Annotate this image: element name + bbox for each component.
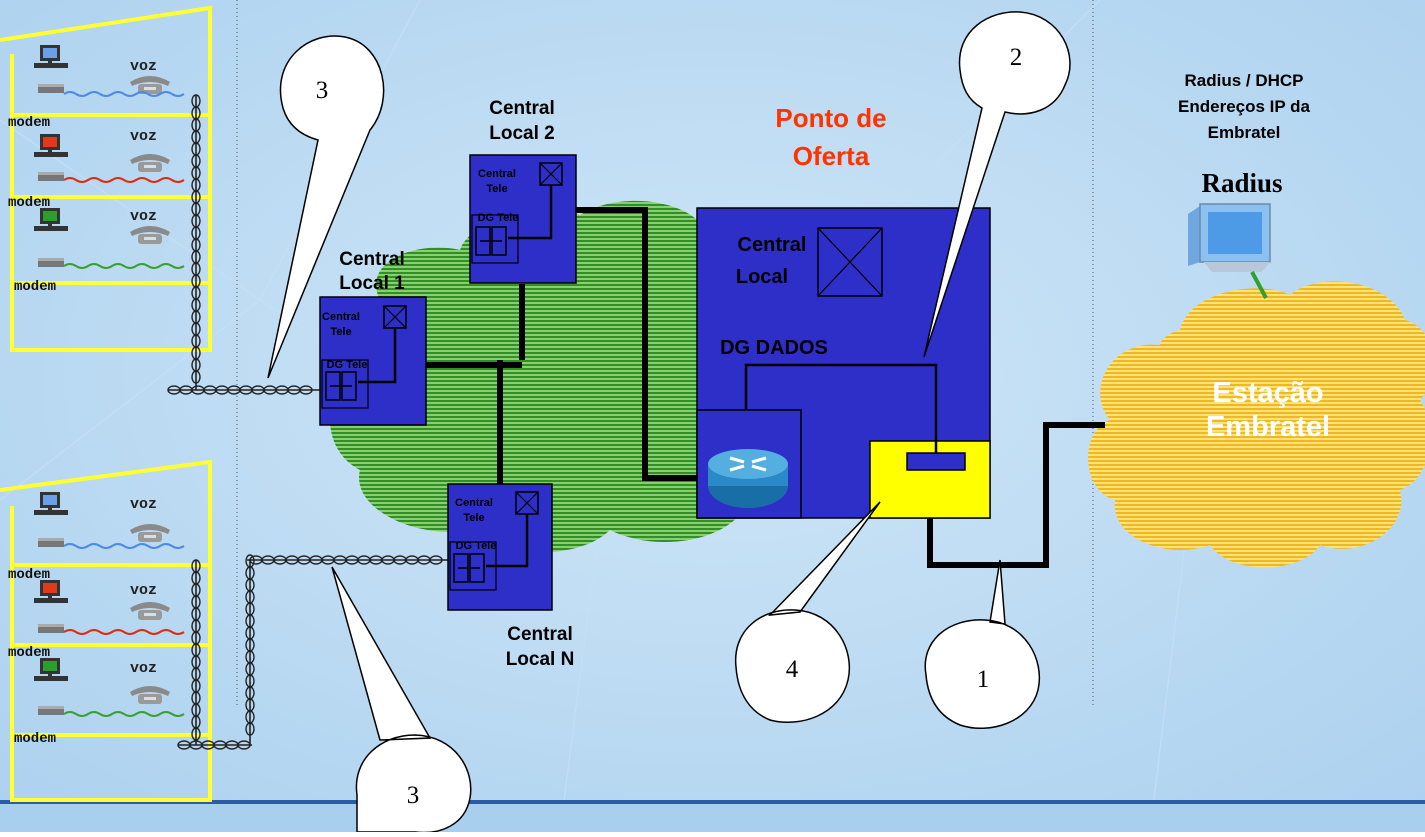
modem-icon (38, 172, 64, 181)
voz-label: voz (130, 496, 157, 513)
callout-3-top (267, 35, 385, 379)
modem-label: modem (14, 279, 56, 295)
central-tele-label-2: Tele (330, 326, 351, 338)
voz-label: voz (130, 58, 157, 75)
central-tele-label: Central (322, 311, 360, 323)
central-local-1-title: Central (339, 249, 404, 270)
central-local-1 (319, 296, 427, 426)
callout-1-number: 1 (977, 666, 990, 693)
modem-label: modem (14, 731, 56, 747)
callout-3-top-number: 3 (316, 77, 329, 104)
router-icon (708, 449, 788, 508)
central-local-label: Central (738, 234, 807, 256)
central-local-n-title: Central (507, 624, 572, 645)
estacao-embratel-label: Estação (1212, 377, 1323, 409)
voz-label: voz (130, 660, 157, 677)
radius-dhcp-title-3: Embratel (1208, 123, 1281, 142)
ponto-de-oferta-title-2: Oferta (793, 141, 870, 171)
callout-4-number: 4 (786, 656, 799, 683)
central-local-label-2: Local (736, 266, 788, 288)
modem-label: modem (8, 195, 50, 211)
radius-dhcp-title: Radius / DHCP (1184, 71, 1303, 90)
network-links (425, 207, 1105, 568)
dg-dados-label: DG DADOS (720, 337, 828, 359)
central-local-2-title: Central (489, 98, 554, 119)
twisted-pair-marks (167, 94, 443, 750)
callout-3-bottom-number: 3 (407, 782, 420, 809)
floor-bottom-2 (34, 580, 185, 635)
yellow-cloud (1088, 281, 1425, 568)
floor-bottom-1 (34, 492, 185, 549)
modem-icon (38, 84, 64, 93)
central-tele-label-2: Tele (463, 512, 484, 524)
central-tele-label: Central (455, 497, 493, 509)
ponto-de-oferta-title: Ponto de (775, 103, 886, 133)
floor-top-2 (34, 134, 185, 183)
central-local-n (447, 483, 553, 611)
twist-mark (245, 722, 255, 736)
twist-mark (237, 740, 251, 750)
dg-tele-label: DG Tele (478, 212, 519, 224)
central-local-2-title-2: Local 2 (489, 123, 554, 144)
modem-icon (38, 624, 64, 633)
callout-4 (734, 501, 881, 724)
callout-2-number: 2 (1010, 44, 1023, 71)
central-local-1-title-2: Local 1 (339, 273, 405, 294)
twist-mark (191, 370, 201, 384)
bottom-band (0, 804, 1425, 832)
modem-icon (38, 706, 64, 715)
building-bottom (0, 459, 212, 802)
radius-dhcp-title-2: Endereços IP da (1178, 97, 1311, 116)
central-tele-label-2: Tele (486, 183, 507, 195)
twist-mark (429, 555, 443, 565)
bottom-rule (0, 800, 1425, 804)
modem-icon (38, 538, 64, 547)
modem-label: modem (8, 645, 50, 661)
server-monitor-icon (1188, 203, 1271, 299)
central-local-2 (469, 154, 577, 284)
modem-icon (38, 258, 64, 267)
callout-1 (924, 559, 1040, 729)
floor-top-3 (34, 208, 185, 269)
modem-label: modem (8, 115, 50, 131)
callout-3-bottom (331, 566, 472, 834)
floor-bottom-3 (34, 658, 185, 717)
radius-label: Radius (1201, 168, 1282, 198)
callouts (267, 11, 1071, 834)
floor-top-1 (34, 45, 185, 97)
voz-label: voz (130, 128, 157, 145)
estacao-embratel-label-2: Embratel (1206, 411, 1330, 443)
twist-mark (191, 727, 201, 741)
dg-tele-label: DG Tele (456, 540, 497, 552)
modem-label: modem (8, 567, 50, 583)
central-tele-label: Central (478, 168, 516, 180)
voz-label: voz (130, 208, 157, 225)
central-local-n-title-2: Local N (506, 649, 575, 670)
voz-label: voz (130, 582, 157, 599)
callout-2 (923, 11, 1071, 358)
twist-mark (299, 385, 313, 395)
dg-tele-label: DG Tele (327, 359, 368, 371)
building-top (0, 5, 212, 352)
green-cloud (330, 200, 815, 553)
